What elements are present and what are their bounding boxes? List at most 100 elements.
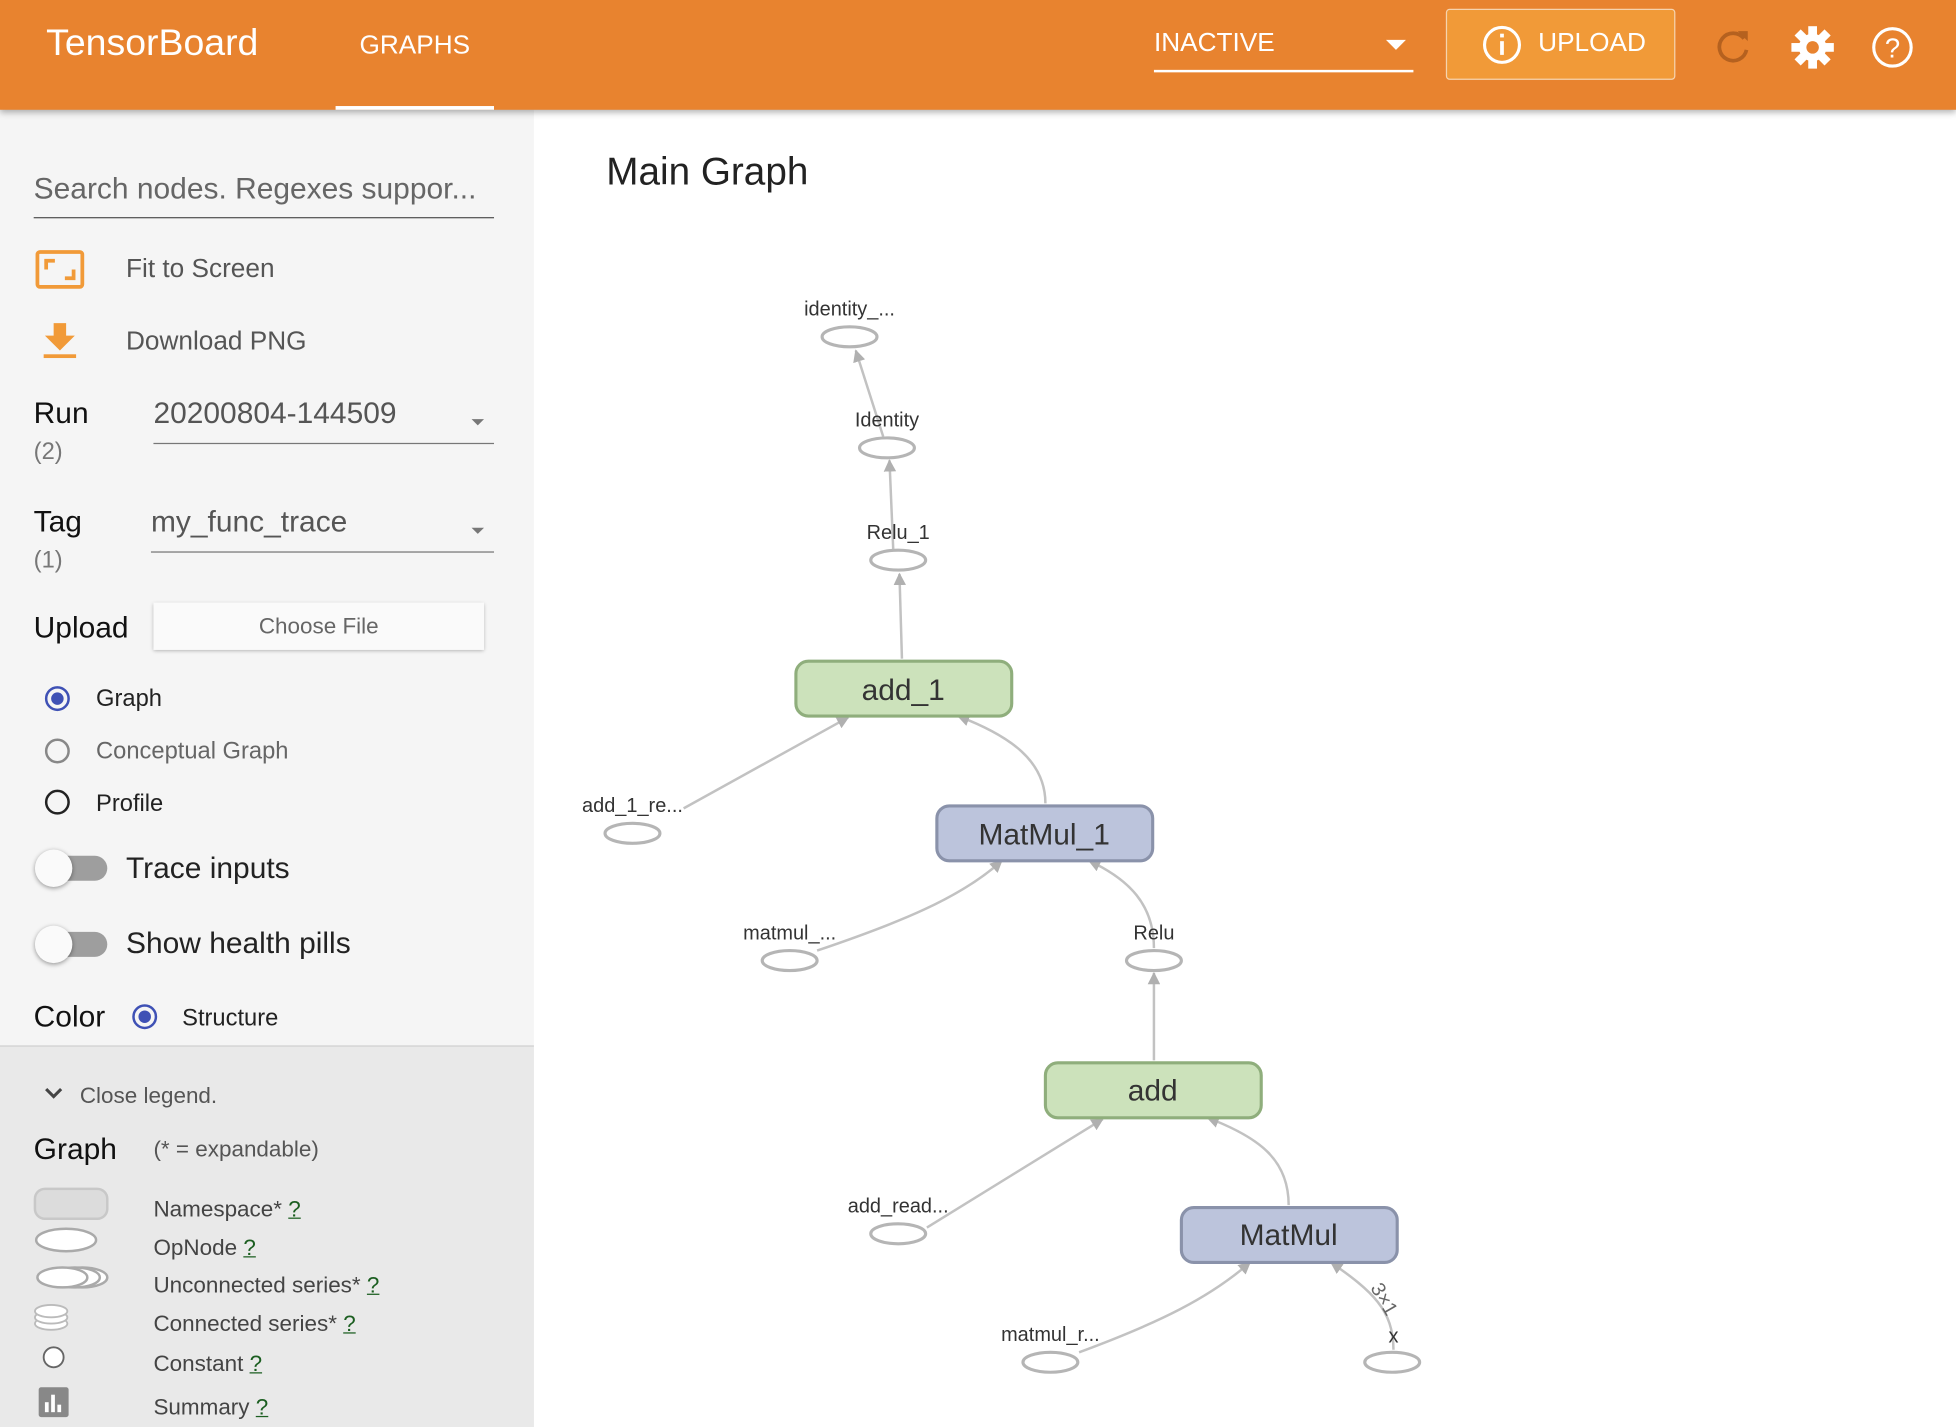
connected-series-icon (33, 1303, 69, 1331)
namespace-icon (33, 1187, 109, 1221)
dropdown-arrow-icon (1385, 39, 1406, 50)
block-label: add_1 (862, 674, 945, 707)
tag-count: (1) (33, 547, 63, 574)
op-node-x[interactable] (1363, 1350, 1422, 1374)
radio-color-structure[interactable] (132, 1004, 158, 1030)
dropdown-arrow-icon (471, 527, 485, 534)
block-matmul[interactable]: MatMul (1179, 1206, 1399, 1265)
toggle-knob (34, 849, 73, 887)
block-add[interactable]: add (1043, 1061, 1263, 1120)
tag-value: my_func_trace (150, 505, 348, 539)
toggle-knob (34, 925, 73, 964)
op-label: matmul_... (743, 922, 836, 944)
edge (883, 459, 897, 549)
reload-icon[interactable] (1712, 25, 1754, 67)
op-node-relu-1[interactable] (869, 548, 928, 572)
op-node-add-1-read[interactable] (603, 821, 662, 845)
help-link[interactable]: ? (343, 1310, 356, 1336)
edge (1078, 1261, 1251, 1354)
help-link[interactable]: ? (288, 1196, 301, 1222)
fit-to-screen-label[interactable]: Fit to Screen (125, 254, 275, 284)
legend-item-namespace: Namespace* ? (153, 1196, 301, 1222)
search-nodes-input[interactable]: Search nodes. Regexes suppor... (33, 162, 495, 219)
block-matmul-1[interactable]: MatMul_1 (935, 804, 1155, 863)
block-add-1[interactable]: add_1 (794, 659, 1014, 718)
legend-item-opnode: OpNode ? (153, 1234, 256, 1260)
legend-icons (33, 1187, 109, 1418)
info-icon (1482, 25, 1522, 64)
op-node-matmul-r[interactable] (1021, 1350, 1080, 1374)
op-node-matmul-read[interactable] (760, 949, 819, 973)
run-dropdown[interactable]: 20200804-144509 (153, 396, 495, 445)
fit-to-screen-button[interactable] (35, 249, 85, 289)
edge (1087, 859, 1156, 949)
choose-file-button[interactable]: Choose File (153, 602, 485, 650)
op-label: Identity (855, 410, 919, 432)
run-value: 20200804-144509 (153, 396, 397, 431)
op-node-relu[interactable] (1124, 949, 1183, 973)
run-count: (2) (33, 439, 63, 466)
color-structure-label: Structure (182, 1005, 279, 1032)
download-png-label[interactable]: Download PNG (125, 326, 307, 356)
upload-button[interactable]: UPLOAD (1445, 8, 1676, 80)
sidebar (0, 109, 534, 1046)
radio-conceptual-graph[interactable] (44, 738, 70, 764)
dropdown-arrow-icon (471, 419, 485, 426)
upload-label: Upload (33, 611, 129, 645)
run-status-dropdown[interactable]: INACTIVE (1153, 22, 1414, 73)
op-label: identity_... (804, 299, 895, 321)
op-label: Relu (1133, 922, 1174, 944)
op-label: add_1_re... (582, 795, 683, 817)
upload-label: UPLOAD (1538, 28, 1646, 58)
edge (816, 859, 1003, 952)
edge (853, 349, 885, 438)
legend-note: (* = expandable) (153, 1136, 319, 1162)
app-title: TensorBoard (46, 22, 259, 64)
edge (683, 716, 850, 810)
legend-item-connected-series: Connected series* ? (153, 1310, 356, 1336)
health-pills-label: Show health pills (125, 926, 351, 961)
opnode-icon (34, 1227, 98, 1253)
radio-graph-label: Graph (96, 686, 162, 713)
radio-graph[interactable] (44, 686, 70, 712)
block-label: MatMul_1 (978, 819, 1109, 852)
edge (1206, 1115, 1290, 1206)
help-icon[interactable]: ? (1870, 25, 1915, 70)
help-link[interactable]: ? (366, 1272, 380, 1298)
tab-label: GRAPHS (359, 31, 471, 60)
radio-profile[interactable] (44, 789, 70, 815)
radio-profile-label: Profile (96, 790, 164, 818)
close-legend-link[interactable]: Close legend. (79, 1082, 218, 1108)
graph-edges (683, 349, 1395, 1354)
help-link[interactable]: ? (243, 1234, 256, 1260)
block-label: MatMul (1240, 1219, 1338, 1252)
top-bar: TensorBoard GRAPHS INACTIVE UPLOAD ? (0, 0, 1956, 110)
trace-inputs-label: Trace inputs (125, 852, 290, 886)
edge (1330, 1261, 1395, 1350)
tag-dropdown[interactable]: my_func_trace (150, 505, 495, 553)
help-link[interactable]: ? (255, 1394, 269, 1420)
help-link[interactable]: ? (249, 1351, 263, 1377)
download-icon[interactable] (42, 321, 77, 361)
op-nodes (603, 325, 1422, 1374)
chevron-down-icon[interactable] (44, 1087, 64, 1102)
tag-label: Tag (33, 505, 82, 539)
op-label: matmul_r... (1001, 1324, 1100, 1346)
legend-list: Namespace* ? OpNode ? Unconnected series… (153, 1190, 379, 1426)
settings-gear-icon[interactable] (1790, 25, 1835, 70)
block-label: add (1128, 1074, 1178, 1107)
op-label: Relu_1 (867, 522, 930, 544)
op-node-identity-out[interactable] (820, 325, 879, 349)
op-node-add-read[interactable] (869, 1222, 928, 1246)
tab-indicator (335, 106, 495, 110)
edge-shape-label: 3×1 (1366, 1279, 1402, 1319)
run-status-value: INACTIVE (1153, 28, 1275, 58)
legend-title: Graph (33, 1132, 117, 1167)
op-node-identity[interactable] (857, 436, 916, 460)
edge (893, 572, 907, 659)
tab-graphs[interactable]: GRAPHS (335, 0, 495, 110)
run-label: Run (33, 396, 89, 431)
radio-conceptual-graph-label: Conceptual Graph (96, 738, 289, 765)
graph-title: Main Graph (606, 149, 809, 194)
